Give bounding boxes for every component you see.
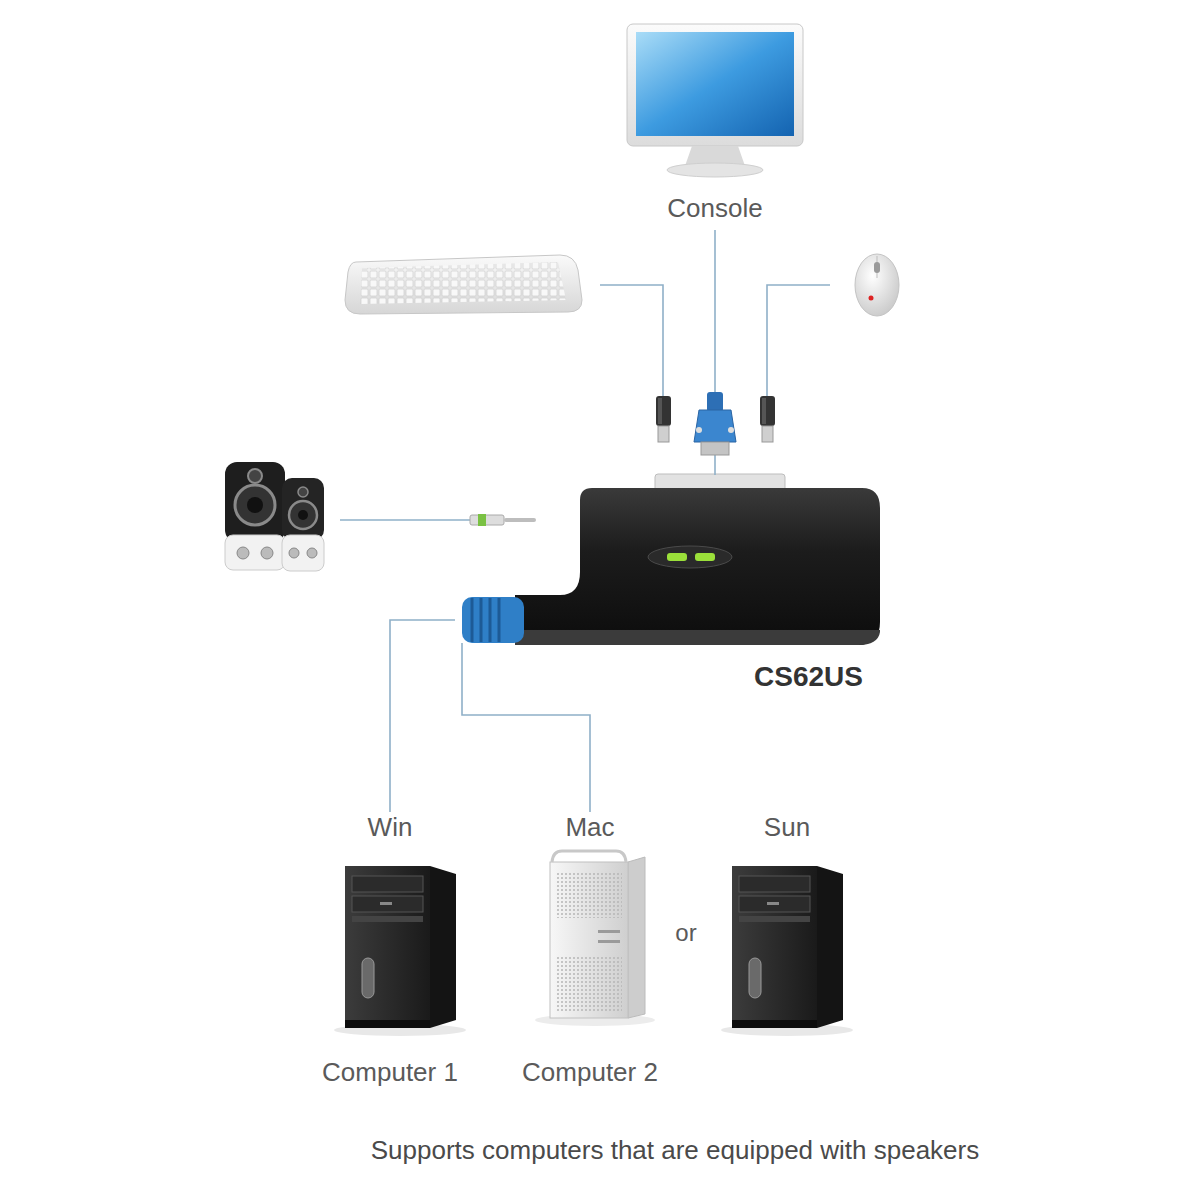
node-label: Win (368, 812, 413, 842)
node-label: Computer 1 (322, 1057, 458, 1087)
computer-tower: WinComputer 1 (306, 812, 474, 1087)
node-label: Computer 2 (522, 1057, 658, 1087)
node-label: Mac (565, 812, 614, 842)
console-monitor: Console (620, 20, 810, 230)
cable-connector (390, 620, 455, 812)
computer-tower: MacComputer 2 (506, 812, 674, 1087)
kvm-switch: CS62US (455, 475, 885, 700)
node-label: Console (667, 193, 762, 223)
cable-connector (462, 700, 590, 812)
node-label: Sun (764, 812, 810, 842)
alternative-note: or (675, 918, 696, 948)
computer-tower: Sun (712, 812, 862, 1042)
node-label: CS62US (754, 662, 863, 692)
caption: Supports computers that are equipped wit… (371, 1135, 979, 1165)
